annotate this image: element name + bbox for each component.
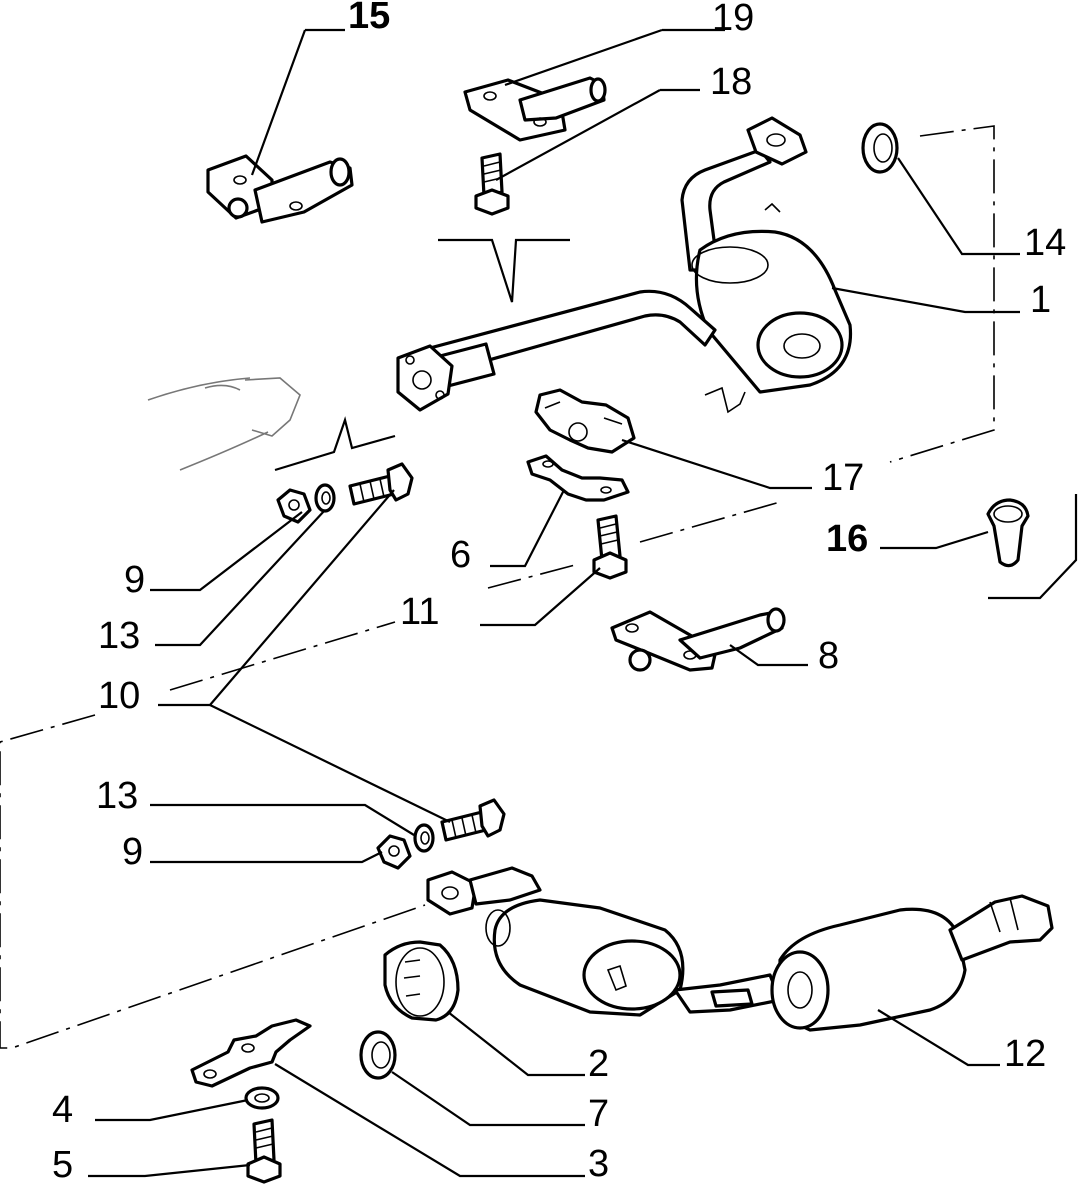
part-19-hanger-bracket	[463, 76, 607, 142]
section-break-symbol	[438, 238, 570, 303]
part-8-hanger-bracket	[610, 607, 786, 672]
callout-17: 17	[822, 457, 864, 499]
callout-16: 16	[826, 518, 868, 560]
part-7-gasket	[359, 1030, 397, 1080]
callout-4: 4	[52, 1089, 73, 1131]
callout-13-upper: 13	[98, 615, 140, 657]
part-9-nut-lower	[376, 834, 412, 870]
part-13-washer-lower	[413, 823, 435, 853]
centerline-11-16	[487, 501, 781, 589]
callout-5: 5	[52, 1144, 73, 1184]
part-2-rubber-block	[383, 940, 460, 1022]
part-5-bolt	[246, 1118, 282, 1184]
part-13-washer-upper	[314, 483, 336, 513]
part-16-rubber-bush	[986, 498, 1030, 568]
callout-2: 2	[588, 1043, 609, 1085]
part-18-bolt	[474, 152, 510, 216]
part-10-bolt-lower	[440, 798, 506, 842]
callout-19: 19	[712, 0, 754, 39]
part-9-nut-upper	[276, 488, 312, 524]
callout-6: 6	[450, 534, 471, 576]
callout-12: 12	[1004, 1033, 1046, 1075]
centerline-14-1-17	[889, 125, 995, 463]
leader-lines	[88, 28, 1020, 1178]
part-4-washer	[244, 1086, 280, 1110]
callout-14: 14	[1024, 222, 1066, 264]
part-3-bracket-plate	[190, 1018, 312, 1088]
callout-10: 10	[98, 675, 140, 717]
part-17-rubber-mount	[534, 388, 636, 454]
part-16-bracket-line	[988, 494, 1078, 600]
part-12-rear-silencer	[426, 866, 1054, 1032]
callout-7: 7	[588, 1093, 609, 1135]
callout-labels: 15 19 18 14 1 17 16 9 13 6 11 8 10 13 9 …	[52, 0, 1066, 1184]
callout-9-lower: 9	[122, 831, 143, 873]
part-14-gasket	[861, 122, 899, 174]
callout-11: 11	[400, 591, 439, 633]
part-15-hanger-bracket	[206, 154, 354, 224]
ghost-pipe-outline	[147, 377, 301, 471]
centerline-lower-left	[0, 714, 426, 1049]
callout-15: 15	[348, 0, 390, 37]
callout-8: 8	[818, 635, 839, 677]
callout-13-lower: 13	[96, 775, 138, 817]
centerline-10	[169, 621, 396, 691]
callout-1: 1	[1030, 279, 1051, 321]
section-break-symbol-left	[274, 416, 396, 472]
callout-3: 3	[588, 1143, 609, 1184]
callout-9-upper: 9	[124, 559, 145, 601]
part-6-strap-clamp	[526, 454, 630, 502]
part-10-bolt-upper	[348, 462, 414, 506]
callout-18: 18	[710, 61, 752, 103]
part-1-front-silencer	[396, 116, 853, 414]
